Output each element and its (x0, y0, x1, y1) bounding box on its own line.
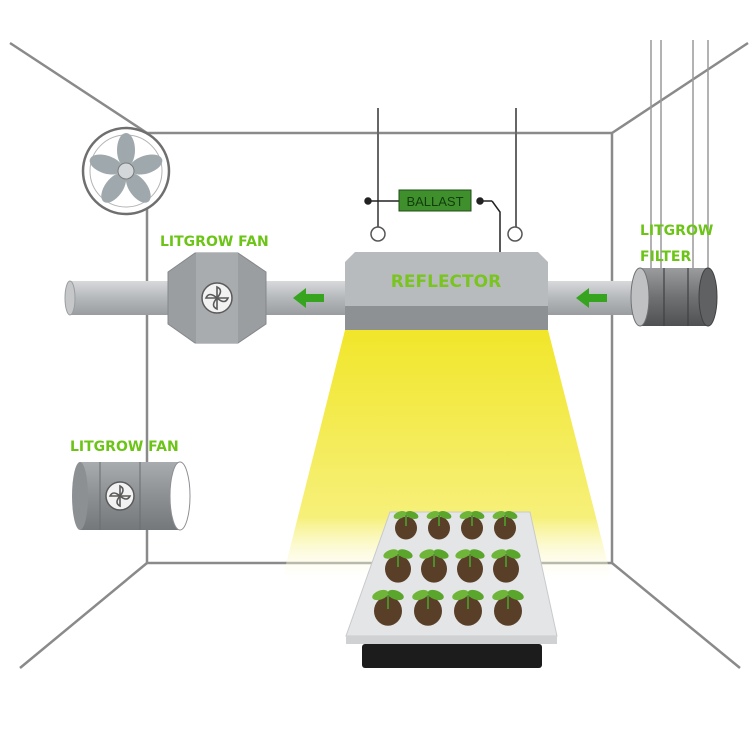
floor-fan-blades-icon (108, 484, 132, 508)
seedling-pot (492, 589, 524, 626)
wall-fan-blades-icon (89, 133, 163, 203)
seedling-tray (345, 510, 558, 668)
wall-fan (81, 126, 171, 216)
seedlings (372, 510, 524, 626)
filter-label-line1: LITGROW (640, 223, 713, 239)
airflow-arrow-right (576, 288, 607, 308)
carbon-filter (630, 267, 718, 327)
floor-fan-label: LITGROW FAN (70, 439, 179, 455)
ballast-label: BALLAST (406, 194, 463, 209)
seedling-pot (383, 549, 413, 583)
seedling-pot (393, 510, 419, 540)
seedling-pot (459, 510, 485, 540)
reflector-hangers (370, 108, 523, 242)
seedling-pot (426, 510, 452, 540)
hanger-ring-left (370, 226, 386, 242)
ballast-wiring (364, 197, 501, 252)
reflector-label: REFLECTOR (391, 272, 501, 292)
inline-fan (167, 252, 267, 344)
seedling-pot (491, 549, 521, 583)
hanger-ring-right (507, 226, 523, 242)
airflow-arrow-left (293, 288, 324, 308)
seedling-pot (492, 510, 518, 540)
filter-hanging-strings (650, 40, 709, 268)
seedling-pot (419, 549, 449, 583)
inline-fan-label: LITGROW FAN (160, 234, 269, 250)
reflector: REFLECTOR (345, 252, 548, 330)
ballast: BALLAST (398, 189, 472, 212)
floor-fan (72, 461, 191, 531)
filter-label-line2: FILTER (640, 249, 691, 265)
seedling-pot (412, 589, 444, 626)
seedling-pot (455, 549, 485, 583)
seedling-pot (452, 589, 484, 626)
fan-blades-icon (204, 285, 230, 311)
seedling-pot (372, 589, 404, 626)
